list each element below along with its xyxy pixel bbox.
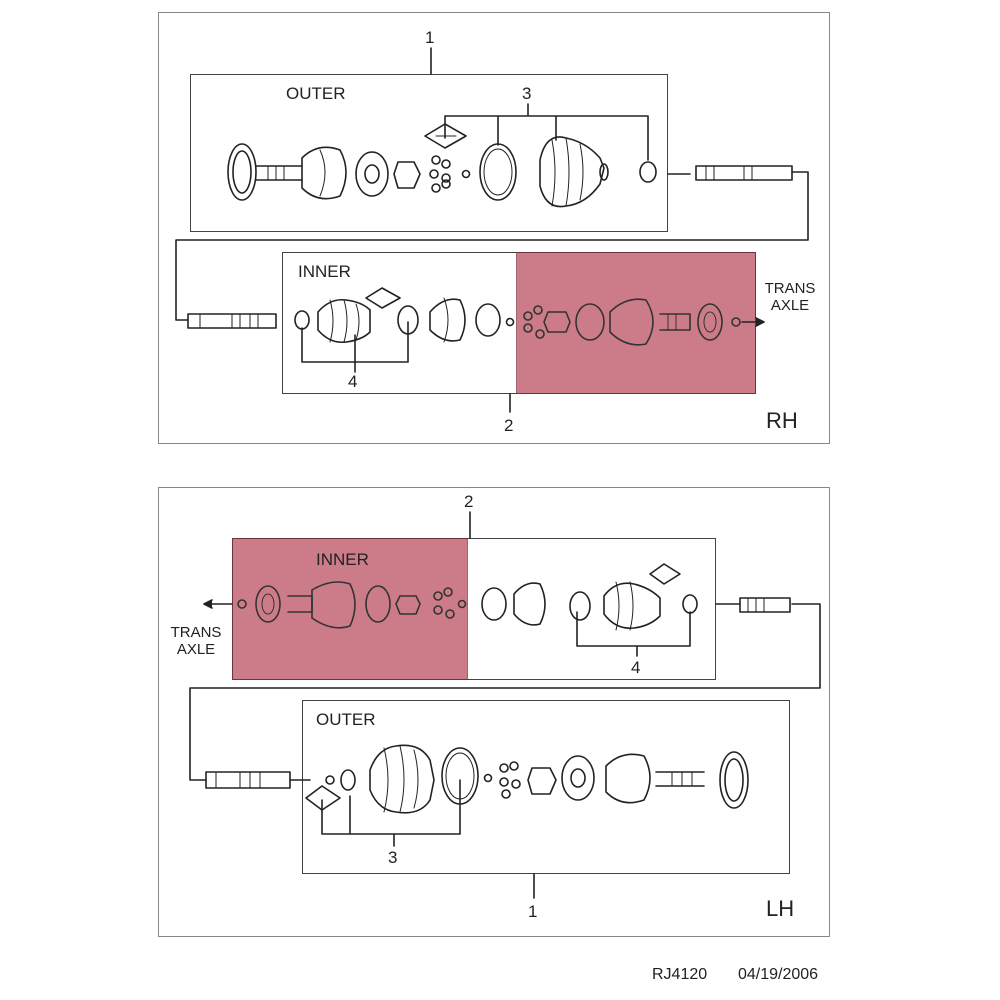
lh-trans-axle-label: TRANS AXLE: [166, 624, 226, 658]
rh-trans-line2: AXLE: [770, 297, 810, 314]
lh-trans-arrow-head: [203, 599, 213, 609]
rh-inner-label: INNER: [298, 262, 351, 281]
rh-callout-3: 3: [522, 84, 532, 103]
lh-highlight[interactable]: [232, 538, 468, 680]
lh-trans-line1: TRANS: [170, 624, 222, 641]
lh-outer-parts: [205, 744, 749, 814]
rh-callout-2: 2: [504, 416, 514, 435]
lh-side-label: LH: [766, 896, 795, 921]
lh-outer-box: [302, 700, 790, 874]
lh-callout-4: 4: [631, 658, 641, 677]
rh-trans-line1: TRANS: [764, 280, 816, 297]
lh-callout-3: 3: [388, 848, 398, 867]
rh-inner-parts: [187, 287, 515, 344]
rh-callout-4: 4: [348, 372, 358, 391]
lh-inner-parts: [481, 563, 791, 631]
lh-bracket-4: [576, 611, 691, 657]
lh-callout-1: 1: [528, 902, 538, 921]
rh-inner-joint-parts: [523, 298, 741, 346]
lh-bracket-3: [321, 779, 461, 847]
footer-date: 04/19/2006: [738, 966, 819, 983]
lh-inner-joint-parts: [237, 581, 467, 629]
rh-callout-1: 1: [425, 28, 435, 47]
lh-outer-label: OUTER: [316, 710, 376, 729]
rh-outer-label: OUTER: [286, 84, 346, 103]
lh-inner-label: INNER: [316, 550, 369, 569]
rh-side-label: RH: [766, 408, 798, 433]
lh-callout-2: 2: [464, 492, 474, 511]
rh-trans-arrow-head: [755, 317, 765, 327]
rh-trans-axle-label: TRANS AXLE: [760, 280, 820, 314]
lh-trans-line2: AXLE: [176, 641, 216, 658]
rh-bracket-3: [444, 103, 649, 161]
lh-shaft-connector: [189, 603, 821, 781]
rh-outer-box: [190, 74, 668, 232]
rh-shaft-connector: [175, 171, 809, 321]
footer-code: RJ4120: [652, 966, 708, 983]
rh-outer-parts: [227, 123, 793, 208]
